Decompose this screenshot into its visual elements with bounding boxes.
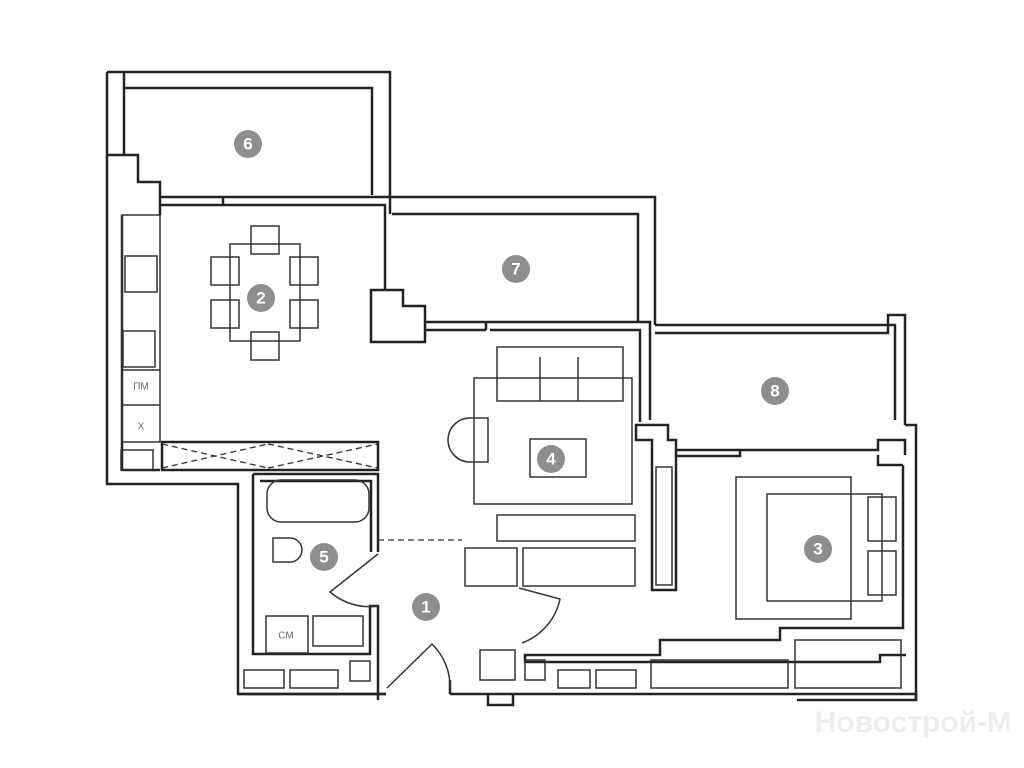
bed-rug [735, 476, 852, 620]
room-number-4: 4 [546, 450, 556, 469]
room-number-8: 8 [770, 382, 779, 401]
washer-label: СМ [278, 631, 293, 642]
room-number-2: 2 [256, 289, 265, 308]
wardrobe [522, 547, 636, 587]
room-badge-4 [537, 445, 565, 473]
fridge-label: Х [138, 422, 145, 433]
room-number-5: 5 [319, 548, 328, 567]
bed [766, 493, 883, 602]
watermark: Новострой-М [814, 706, 1012, 739]
sofa [496, 346, 624, 402]
room-number-1: 1 [421, 598, 430, 617]
dining-table [229, 243, 301, 342]
sink-icon [122, 330, 156, 368]
furniture [120, 214, 902, 689]
room-number-7: 7 [511, 260, 520, 279]
washbasin-icon [312, 615, 364, 647]
rug [473, 377, 633, 505]
dishwasher-label: ПМ [133, 382, 149, 393]
tv-unit [496, 514, 636, 542]
room-number-3: 3 [813, 540, 822, 559]
toilet-icon [272, 537, 303, 563]
room-number-6: 6 [243, 135, 252, 154]
stove-icon [124, 255, 158, 293]
appliance-labels: ПМ Х СМ [133, 382, 293, 642]
room-badges: 1 2 3 4 5 6 7 8 [234, 130, 832, 621]
doors [328, 539, 561, 691]
room-badge-7 [502, 255, 530, 283]
room-badge-3 [804, 535, 832, 563]
room-badge-5 [310, 543, 338, 571]
coffee-table [529, 438, 587, 478]
armchair [447, 417, 489, 463]
room-badge-1 [412, 593, 440, 621]
walls [105, 70, 918, 707]
bathtub-icon [266, 479, 370, 523]
room-badge-2 [247, 284, 275, 312]
room-badge-6 [234, 130, 262, 158]
room-badge-8 [761, 377, 789, 405]
